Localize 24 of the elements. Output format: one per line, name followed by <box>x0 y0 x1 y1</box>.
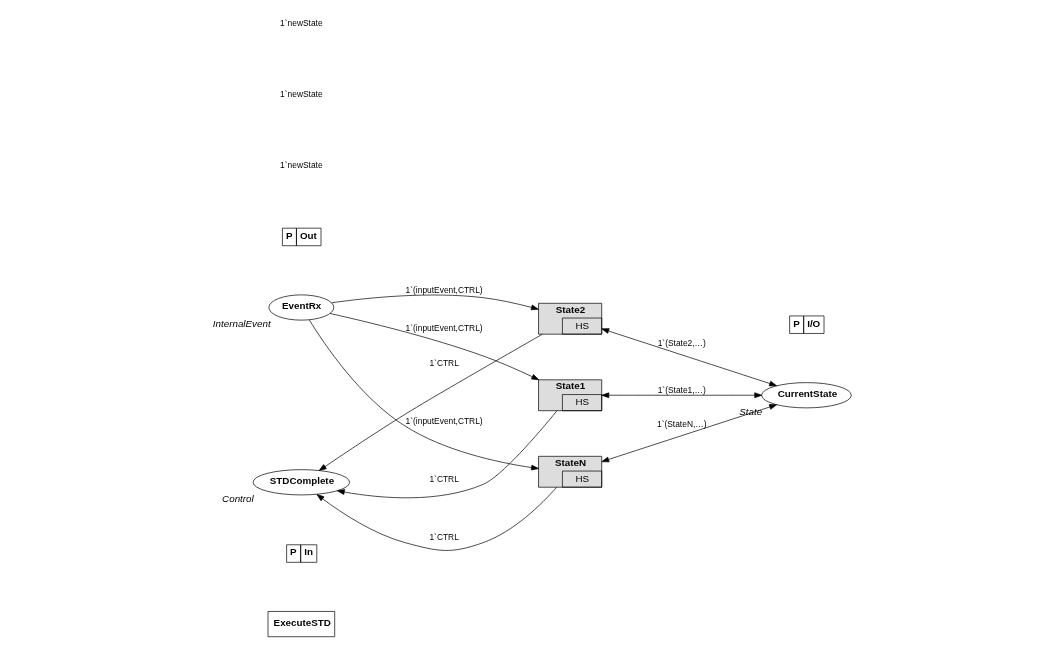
arrow <box>601 328 777 387</box>
arrow <box>329 313 540 381</box>
arrow <box>601 404 777 463</box>
node-ellipse: EventRx <box>268 294 335 321</box>
edge-label: 1`(State1,…) <box>657 384 706 395</box>
arrow <box>331 294 539 311</box>
node-label: InternalEvent <box>212 318 271 330</box>
label: 1`newState <box>280 159 323 170</box>
node-box: ExecuteSTD <box>267 611 336 638</box>
edge-label: 1`(inputEvent,CTRL) <box>405 285 483 296</box>
node-label: Control <box>222 493 254 505</box>
edge-label: 1`(State2,…) <box>657 337 706 348</box>
arrow <box>316 486 558 551</box>
edge-label: 1`(inputEvent,CTRL) <box>405 323 483 334</box>
edge-label: 1`CTRL <box>429 474 459 485</box>
edge-label: 1`(inputEvent,CTRL) <box>405 415 483 426</box>
edge-label: 1`(StateN,…) <box>656 418 707 429</box>
edge-label: 1`CTRL <box>429 358 459 369</box>
edge-label: 1`CTRL <box>429 532 459 543</box>
label: 1`newState <box>280 88 323 99</box>
arrow <box>337 410 558 499</box>
arrow <box>601 392 763 399</box>
node-label: State <box>739 406 763 418</box>
label: 1`newState <box>280 18 323 29</box>
